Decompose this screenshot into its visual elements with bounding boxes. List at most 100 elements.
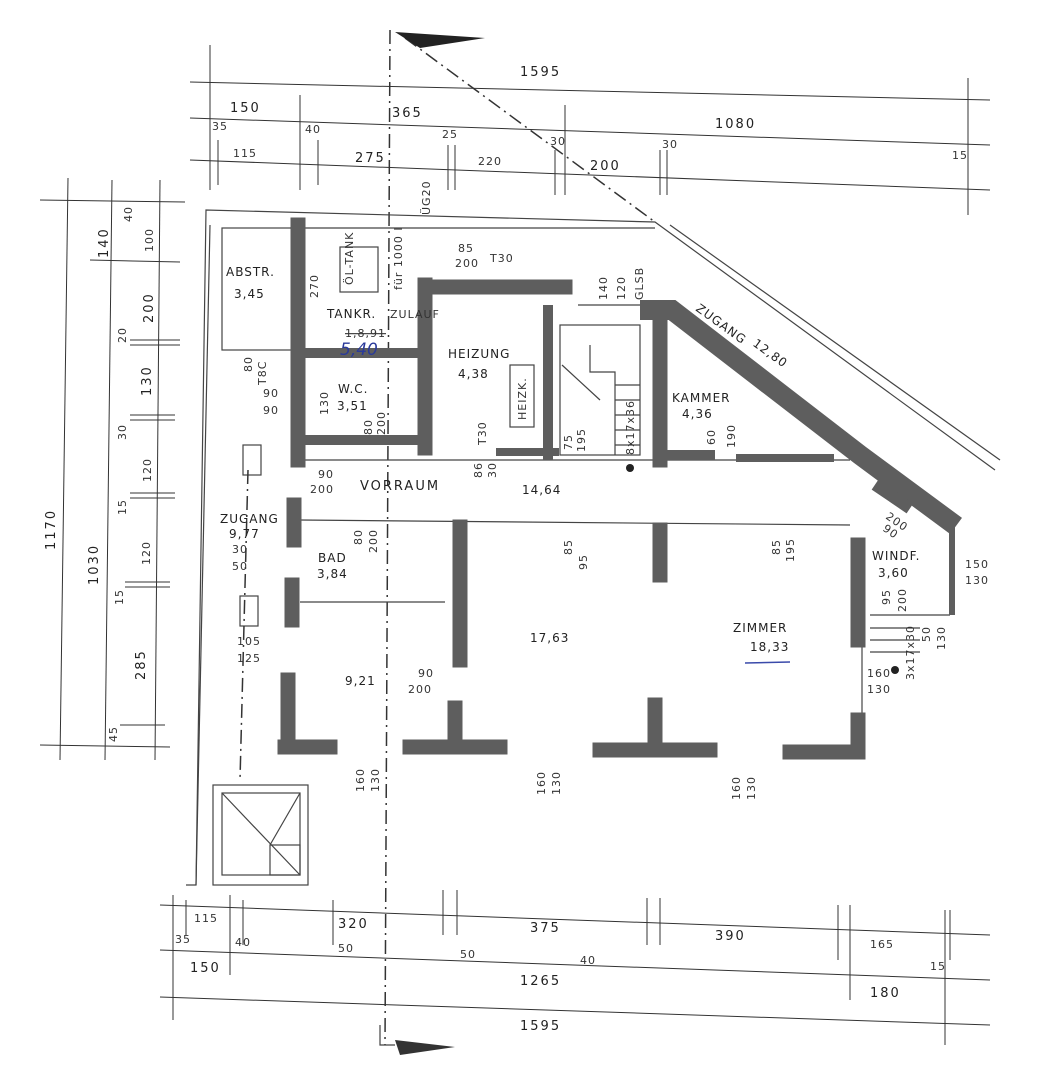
room-tankr-name: TANKR.	[326, 307, 376, 321]
dim: 1265	[520, 974, 561, 989]
dim: 150	[965, 558, 989, 571]
section-markers	[379, 29, 656, 1055]
dim: 75	[562, 434, 575, 450]
dim: 40	[122, 206, 135, 222]
oil-tank-label: ÖL-TANK	[343, 232, 356, 285]
room-zimmer-area: 18,33	[750, 640, 789, 654]
oil-tank-capacity: für 1000 l	[392, 227, 405, 290]
heizk-label: HEIZK.	[516, 377, 529, 420]
dim: 180	[870, 986, 901, 1001]
room-vorraum-name: VORRAUM	[360, 479, 440, 494]
room-tankr-area-struck: 1,8,91	[345, 327, 386, 340]
dim: 320	[338, 917, 369, 932]
room-bad-name: BAD	[318, 551, 347, 565]
dim: 105	[237, 635, 261, 648]
dim: 190	[725, 424, 738, 448]
thin-walls	[212, 227, 950, 886]
dim: 270	[308, 274, 321, 298]
dim: T30	[489, 252, 514, 265]
dim: 200	[142, 292, 157, 323]
dim: 130	[867, 683, 891, 696]
dim: 80	[352, 529, 365, 545]
room-1763-area: 17,63	[530, 631, 569, 645]
dim: 35	[212, 120, 228, 133]
zulauf-label: ZULAUF	[390, 308, 440, 321]
dimension-lines	[39, 45, 991, 1045]
dim: 130	[745, 776, 758, 800]
room-zugang-left-area: 9,77	[229, 527, 260, 541]
dim: 90	[418, 667, 434, 680]
dim: 130	[318, 391, 331, 415]
dim: 115	[233, 147, 257, 160]
room-abstr-area: 3,45	[234, 287, 265, 301]
dim: ÜG20	[420, 180, 433, 215]
dim: 120	[141, 458, 154, 482]
room-tankr-area: 5,40	[340, 340, 378, 360]
room-heizung-area: 4,38	[458, 367, 489, 381]
dim: 160	[730, 776, 743, 800]
dim: 3x17x30	[904, 625, 917, 680]
dim: 25	[442, 128, 458, 141]
heizk-box	[509, 364, 535, 428]
dim: 120	[140, 541, 153, 565]
dim: 95	[577, 554, 590, 570]
dims-bottom: 115 35 40 320 50 375 50 390 40 165 15 15…	[175, 912, 946, 1034]
dim: 1595	[520, 1019, 561, 1034]
dim: 365	[392, 106, 423, 121]
section-arrow-bottom-icon	[395, 1040, 455, 1055]
dim: 120	[615, 276, 628, 300]
dim: 140	[97, 227, 112, 258]
dim: 100	[143, 228, 156, 252]
dim: 40	[235, 936, 251, 949]
dim: 1170	[44, 509, 59, 550]
dim: 130	[935, 626, 948, 650]
dim: T8C	[256, 361, 269, 386]
room-kammer-name: KAMMER	[672, 391, 731, 405]
dim: 125	[237, 652, 261, 665]
dim: 1030	[87, 544, 102, 585]
dim: 90	[263, 387, 279, 400]
dim: GLSB	[633, 267, 646, 300]
dim: 95	[880, 589, 893, 605]
dim: 275	[355, 151, 386, 166]
dim: T30	[476, 421, 489, 446]
dim: 160	[354, 768, 367, 792]
dim: 390	[715, 929, 746, 944]
dim: 200	[455, 257, 479, 270]
dim: 195	[784, 538, 797, 562]
dim: 80	[242, 356, 255, 372]
dim: 30	[662, 138, 678, 151]
dim: 15	[930, 960, 946, 973]
room-windf-name: WINDF.	[872, 549, 920, 563]
room-heizung-name: HEIZUNG	[448, 347, 510, 361]
room-bad-area: 3,84	[317, 567, 348, 581]
dim: 50	[920, 626, 933, 642]
dim: 160	[535, 771, 548, 795]
dim: 195	[575, 428, 588, 452]
room-kammer-area: 4,36	[682, 407, 713, 421]
dim: 285	[134, 649, 149, 680]
walls	[277, 217, 962, 760]
dim: 1595	[520, 65, 561, 80]
dim: 200	[408, 683, 432, 696]
dim: 375	[530, 921, 561, 936]
dim: 220	[478, 155, 502, 168]
dim: 130	[140, 365, 155, 396]
dim: 60	[705, 429, 718, 445]
dim: 130	[369, 768, 382, 792]
dim: 85	[562, 539, 575, 555]
room-zugang-left-name: ZUGANG	[220, 512, 279, 526]
room-windf-area: 3,60	[878, 566, 909, 580]
dim: 30	[486, 462, 499, 478]
dim: 20	[116, 327, 129, 343]
dims-left: 1170 1030 140 40 100 200 20 130 30 120 1…	[44, 206, 157, 742]
dim: 90	[263, 404, 279, 417]
dim: 15	[116, 499, 129, 515]
dim: 80	[362, 419, 375, 435]
dim: 45	[107, 726, 120, 742]
room-abstr-name: ABSTR.	[226, 265, 275, 279]
dim: 150	[230, 101, 261, 116]
dim: 50	[338, 942, 354, 955]
site-boundary	[186, 209, 1001, 886]
